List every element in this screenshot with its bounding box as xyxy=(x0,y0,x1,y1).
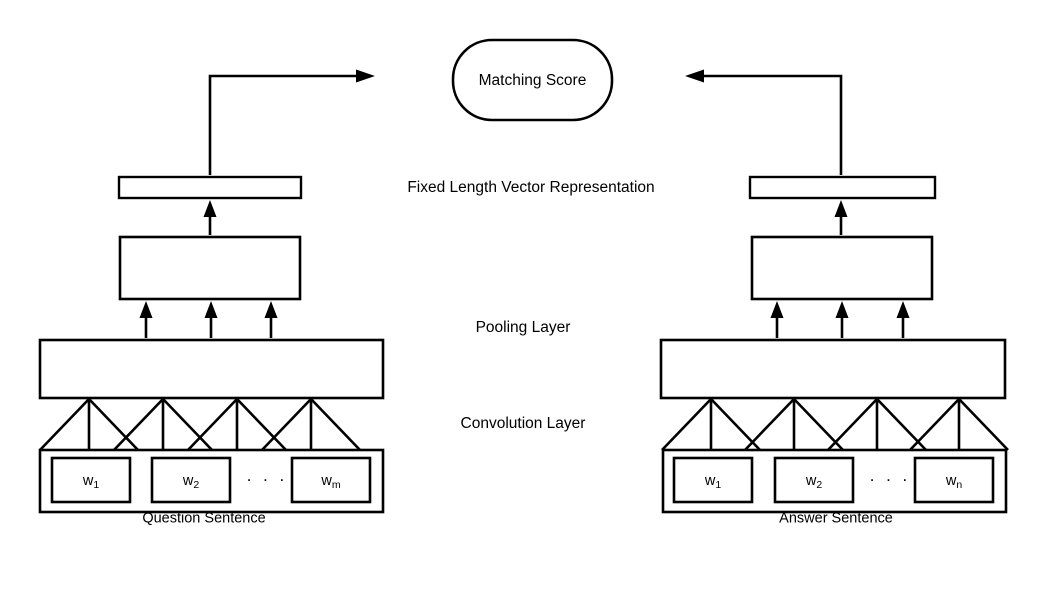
arrow-question-to-matching-score-shaft xyxy=(208,74,359,175)
word-box-answer-3 xyxy=(913,456,995,504)
word-label-question-3: wm xyxy=(320,473,340,491)
arrow-conv-to-pooling-answer-2-head xyxy=(835,301,849,318)
word-box-question-3 xyxy=(290,456,372,504)
word-ellipsis-answer: · · · xyxy=(869,469,910,488)
pooling-box-answer xyxy=(750,235,934,301)
conv-window-triangle-answer-2 xyxy=(744,398,844,451)
arrow-answer-to-matching-score-head xyxy=(685,69,704,83)
arrow-conv-to-pooling-answer-2 xyxy=(835,301,849,338)
arrow-conv-to-pooling-question-1 xyxy=(139,301,153,338)
arrow-conv-to-pooling-question-3 xyxy=(264,301,278,338)
vector-bar-question xyxy=(117,175,303,200)
arrow-conv-to-pooling-answer-3 xyxy=(896,301,910,338)
arrow-conv-to-pooling-question-1-head xyxy=(139,301,153,318)
arrow-answer-to-matching-score xyxy=(685,69,843,175)
word-label-question-2: w2 xyxy=(182,473,199,491)
matching-score-shape xyxy=(451,38,614,122)
conv-window-triangle-answer-1 xyxy=(661,398,761,451)
arrow-pooling-to-vector-answer xyxy=(834,200,848,235)
conv-window-triangle-answer-3 xyxy=(827,398,927,451)
word-ellipsis-question: · · · xyxy=(246,469,287,488)
conv-window-triangle-question-1 xyxy=(39,398,139,451)
vector-bar-answer xyxy=(748,175,937,200)
branch-answer: w1 w2 wn · · · Answer Sentence xyxy=(659,69,1009,527)
sentence-caption-question: Question Sentence xyxy=(142,511,265,527)
arrow-pooling-to-vector-answer-head xyxy=(834,200,848,217)
arrow-answer-to-matching-score-shaft xyxy=(701,74,843,175)
matching-score-label: Matching Score xyxy=(479,72,587,89)
arrow-pooling-to-vector-question-head xyxy=(203,200,217,217)
arrow-conv-to-pooling-question-2 xyxy=(204,301,218,338)
word-box-answer-2 xyxy=(773,456,855,504)
arrow-conv-to-pooling-answer-1 xyxy=(770,301,784,338)
conv-window-triangle-answer-4 xyxy=(909,398,1009,451)
word-box-question-2 xyxy=(150,456,232,504)
word-label-answer-1: w1 xyxy=(704,473,721,491)
convolution-box-answer xyxy=(659,338,1007,400)
pooling-box-question xyxy=(118,235,302,301)
sentence-caption-answer: Answer Sentence xyxy=(779,511,893,527)
conv-window-triangle-question-2 xyxy=(113,398,213,451)
word-box-answer-1 xyxy=(672,456,754,504)
word-box-question-1 xyxy=(50,456,132,504)
word-label-question-1: w1 xyxy=(82,473,99,491)
branch-question: w1 w2 wm · · · Question Sentence xyxy=(38,69,385,527)
matching-score-node: Matching Score xyxy=(451,38,614,122)
word-label-answer-3: wn xyxy=(945,473,962,491)
arrow-conv-to-pooling-answer-3-head xyxy=(896,301,910,318)
center-label-pooling: Pooling Layer xyxy=(476,319,571,336)
conv-window-triangle-question-4 xyxy=(261,398,361,451)
arrow-conv-to-pooling-question-3-head xyxy=(264,301,278,318)
arrow-conv-to-pooling-question-2-head xyxy=(204,301,218,318)
center-label-fixed-length: Fixed Length Vector Representation xyxy=(407,179,654,196)
arrow-question-to-matching-score xyxy=(208,69,375,175)
conv-window-triangle-question-3 xyxy=(187,398,287,451)
arrow-question-to-matching-score-head xyxy=(356,69,375,83)
word-label-answer-2: w2 xyxy=(805,473,822,491)
center-label-convolution: Convolution Layer xyxy=(461,415,586,432)
convolution-box-question xyxy=(38,338,385,400)
arrow-pooling-to-vector-question xyxy=(203,200,217,235)
arrow-conv-to-pooling-answer-1-head xyxy=(770,301,784,318)
